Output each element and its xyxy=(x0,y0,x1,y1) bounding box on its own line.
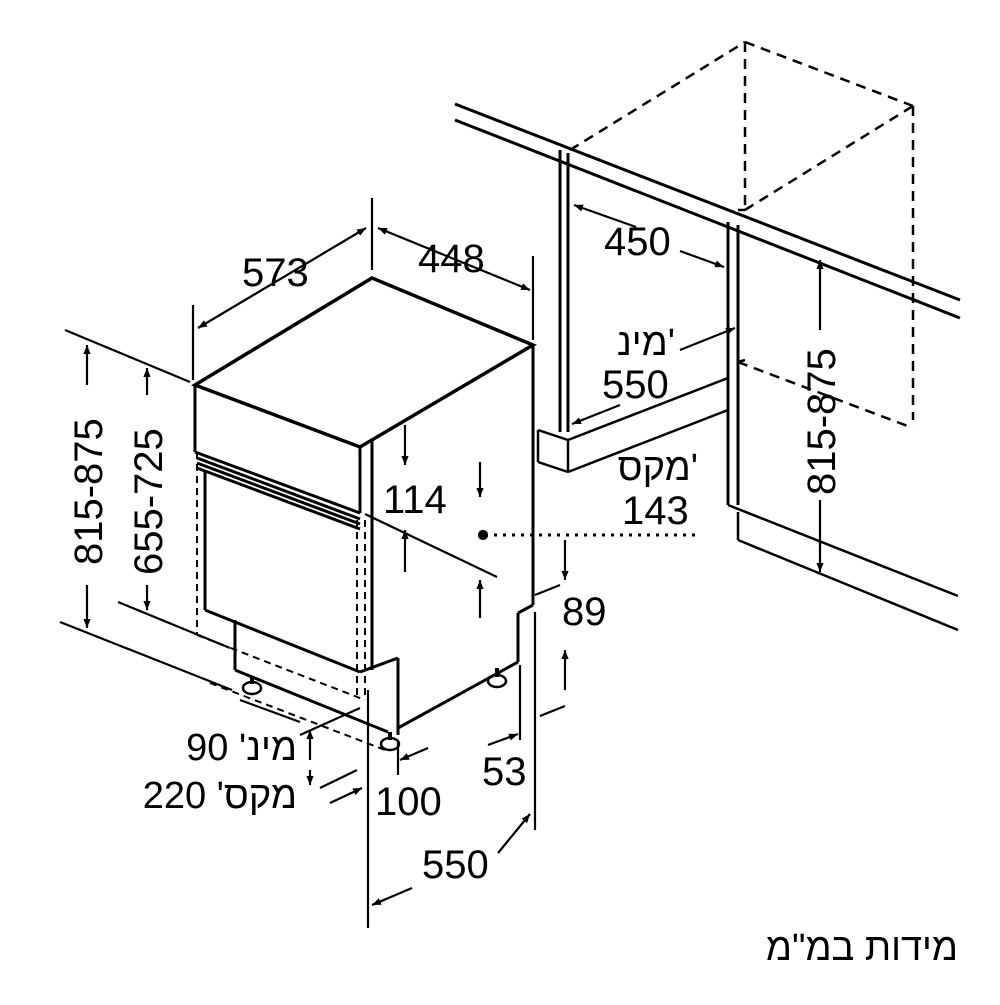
label-max-220: מקס' 220 xyxy=(143,775,297,817)
dimension-labels: 573 448 450 815-875 655-725 815-875 114 … xyxy=(67,220,958,969)
label-53: 53 xyxy=(482,750,527,794)
label-89: 89 xyxy=(562,590,607,634)
label-min-90: מינ' 90 xyxy=(186,727,297,769)
label-450: 450 xyxy=(604,220,671,264)
label-573: 573 xyxy=(242,251,309,295)
units-caption: מידות במ"מ xyxy=(766,927,958,969)
cabinet-niche xyxy=(454,40,961,632)
label-height-left: 815-875 xyxy=(67,418,111,565)
label-max-value-top: 143 xyxy=(622,489,689,533)
label-height-right: 815-875 xyxy=(800,348,844,495)
label-114: 114 xyxy=(383,478,447,522)
label-min-top: מינ' xyxy=(617,322,675,364)
label-max-top: מקס' xyxy=(618,447,698,489)
label-height-inner: 655-725 xyxy=(127,428,171,575)
label-100: 100 xyxy=(375,780,442,824)
label-min-value-top: 550 xyxy=(602,363,669,407)
label-448: 448 xyxy=(418,237,485,281)
dimension-lines xyxy=(59,198,824,928)
dishwasher-body xyxy=(191,276,537,752)
label-550-bottom: 550 xyxy=(422,843,489,887)
